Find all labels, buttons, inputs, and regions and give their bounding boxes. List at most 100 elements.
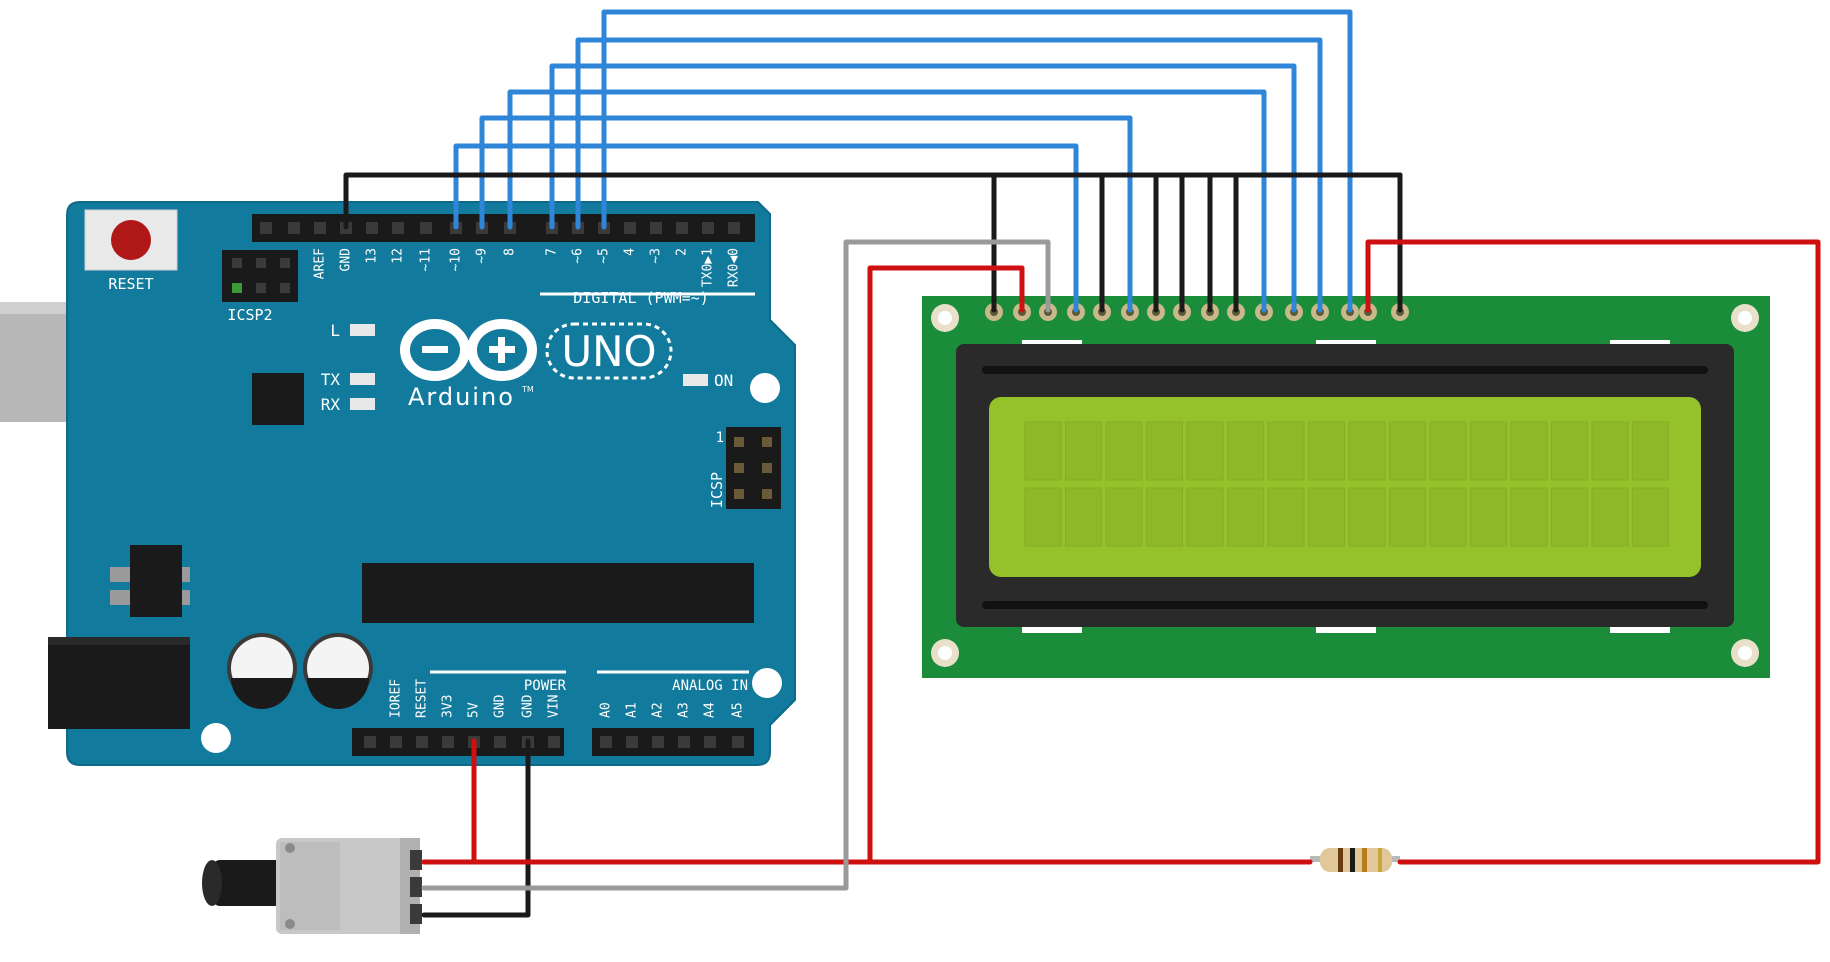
digital-pin-label: 2 bbox=[675, 248, 690, 256]
lcd-character-cell bbox=[1389, 487, 1426, 547]
digital-pin-label: ~10 bbox=[449, 248, 464, 271]
digital-pin-label: ~11 bbox=[419, 248, 434, 271]
lcd-character-cell bbox=[1429, 487, 1467, 547]
lcd-character-cell bbox=[1146, 421, 1183, 481]
analog-pin-socket bbox=[732, 736, 744, 748]
lcd-character-cell bbox=[1065, 421, 1102, 481]
atmega-chip bbox=[362, 563, 754, 623]
icsp2-label: ICSP2 bbox=[227, 306, 272, 324]
lcd-character-cell bbox=[1389, 421, 1426, 481]
analog-pin-label: A5 bbox=[731, 702, 746, 718]
arduino-logo bbox=[400, 319, 673, 381]
icsp2-header bbox=[222, 250, 298, 302]
digital-label: DIGITAL (PWM=~) bbox=[573, 289, 708, 307]
power-pin-label: 3V3 bbox=[441, 695, 456, 718]
power-pin-socket bbox=[390, 736, 402, 748]
digital-pin-label: 4 bbox=[623, 248, 638, 256]
lcd-character-cell bbox=[1308, 487, 1345, 547]
arduino-brand-label: Arduino bbox=[408, 383, 515, 411]
power-pin-label: RESET bbox=[415, 679, 430, 718]
lcd-character-cell bbox=[1024, 487, 1062, 547]
icsp-label: ICSP bbox=[708, 472, 726, 508]
lcd-character-cell bbox=[1591, 421, 1629, 481]
black-ground-wires bbox=[343, 172, 1403, 918]
lcd-character-cell bbox=[1551, 421, 1588, 481]
gray-contrast-wire bbox=[421, 239, 1051, 891]
digital-pin-socket bbox=[366, 222, 378, 234]
reset-button[interactable] bbox=[84, 209, 178, 271]
analog-pin-socket bbox=[678, 736, 690, 748]
wire-d8-d4 bbox=[507, 89, 1267, 313]
dc-power-jack bbox=[48, 637, 190, 729]
analog-pin-socket bbox=[704, 736, 716, 748]
lcd-character-cell bbox=[1470, 421, 1507, 481]
uno-model-label: UNO bbox=[561, 327, 656, 376]
lcd-character-cell bbox=[1227, 487, 1264, 547]
digital-pin-socket bbox=[288, 222, 300, 234]
usb-chip bbox=[252, 373, 304, 425]
lcd-character-cell bbox=[1591, 487, 1629, 547]
digital-pin-socket bbox=[728, 222, 740, 234]
lcd-character-cell bbox=[1146, 487, 1183, 547]
lcd-16x2-module bbox=[922, 296, 1770, 678]
icsp-pin1-label: 1 bbox=[716, 430, 724, 446]
digital-pin-label: RX0◀0 bbox=[727, 248, 742, 287]
digital-pin-label: 7 bbox=[545, 248, 560, 256]
lcd-character-cell bbox=[1267, 421, 1305, 481]
voltage-regulator bbox=[110, 545, 190, 617]
digital-pin-label: AREF bbox=[313, 248, 328, 279]
power-pin-label: GND bbox=[493, 694, 508, 718]
reset-label: RESET bbox=[108, 275, 153, 293]
wire-d10-rs bbox=[453, 143, 1079, 313]
analog-label: ANALOG IN bbox=[672, 678, 748, 694]
power-pin-socket bbox=[442, 736, 454, 748]
digital-pin-label: ~9 bbox=[475, 248, 490, 264]
analog-pin-label: A3 bbox=[677, 702, 692, 718]
board-pcb bbox=[66, 201, 796, 766]
lcd-character-cell bbox=[1429, 421, 1467, 481]
digital-pin-label: GND bbox=[339, 248, 354, 272]
analog-pin-label: A4 bbox=[703, 702, 718, 718]
lcd-character-cell bbox=[1551, 487, 1588, 547]
digital-pin-label: 12 bbox=[391, 248, 406, 264]
lcd-character-cell bbox=[1267, 487, 1305, 547]
analog-pin-socket bbox=[600, 736, 612, 748]
digital-pin-socket bbox=[420, 222, 432, 234]
digital-pin-label: 8 bbox=[503, 248, 518, 256]
wires bbox=[343, 9, 1821, 918]
lcd-character-cell bbox=[1348, 421, 1386, 481]
lcd-character-cell bbox=[1470, 487, 1507, 547]
icsp-header bbox=[726, 427, 781, 509]
led-tx-label: TX bbox=[321, 370, 341, 389]
power-pin-label: 5V bbox=[467, 702, 482, 718]
digital-pin-socket bbox=[314, 222, 326, 234]
digital-pin-socket bbox=[624, 222, 636, 234]
digital-pin-label: TX0▶1 bbox=[701, 248, 716, 287]
arduino-uno-board: RESET ICSP2 L TX RX ON bbox=[0, 201, 796, 766]
lcd-character-cell bbox=[1348, 487, 1386, 547]
lcd-character-cell bbox=[1510, 421, 1548, 481]
digital-pin-socket bbox=[392, 222, 404, 234]
digital-pin-label: 13 bbox=[365, 248, 380, 264]
capacitor-left bbox=[227, 633, 297, 709]
power-pin-socket bbox=[494, 736, 506, 748]
analog-pin-socket bbox=[626, 736, 638, 748]
lcd-character-cell bbox=[1065, 487, 1102, 547]
power-pin-socket bbox=[364, 736, 376, 748]
digital-pin-socket bbox=[260, 222, 272, 234]
analog-pin-label: A2 bbox=[651, 702, 666, 718]
lcd-character-cell bbox=[1105, 487, 1143, 547]
analog-header bbox=[592, 728, 754, 756]
digital-pin-socket bbox=[676, 222, 688, 234]
analog-pin-label: A0 bbox=[599, 702, 614, 718]
wire-pot-gnd bbox=[421, 738, 531, 918]
lcd-character-cell bbox=[1227, 421, 1264, 481]
potentiometer bbox=[202, 838, 422, 934]
lcd-character-cell bbox=[1632, 487, 1669, 547]
analog-pin-socket bbox=[652, 736, 664, 748]
wire-gnd-bus bbox=[343, 172, 1403, 230]
lcd-character-cell bbox=[1308, 421, 1345, 481]
